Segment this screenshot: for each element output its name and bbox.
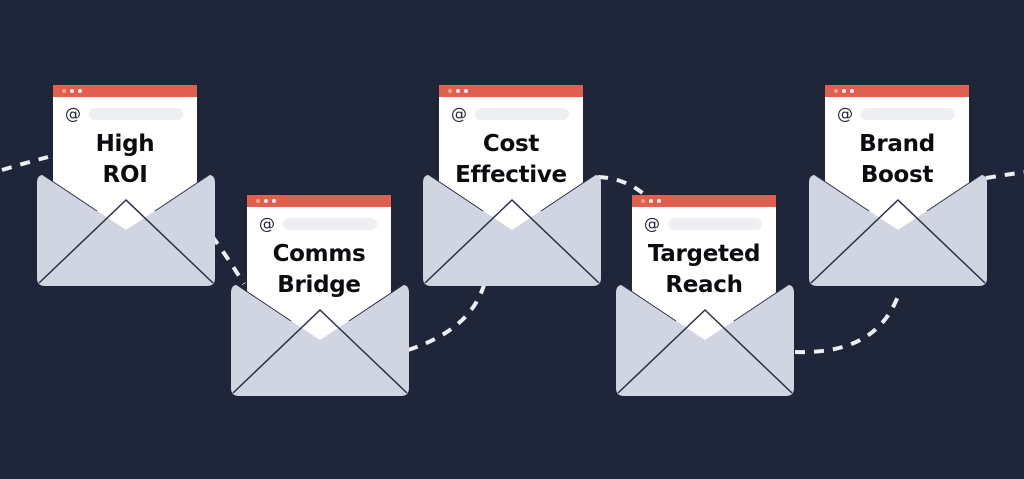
window-dot-icon [456, 89, 460, 93]
card-label-line1: High [95, 131, 155, 157]
card-label-line2: ROI [102, 162, 148, 188]
address-bar [89, 108, 183, 120]
card-label: Targeted Reach [632, 239, 776, 301]
address-bar [283, 218, 377, 230]
envelope-icon [37, 175, 215, 286]
card-label-line1: Cost [482, 131, 540, 157]
address-bar [861, 108, 955, 120]
window-dot-icon [78, 89, 82, 93]
card-high-roi: @ High ROI [37, 85, 215, 295]
card-label-line2: Bridge [277, 272, 361, 298]
window-dot-icon [641, 199, 645, 203]
card-label: High ROI [53, 129, 197, 191]
window-dot-icon [842, 89, 846, 93]
window-dot-icon [448, 89, 452, 93]
card-cost-effective: @ Cost Effective [423, 85, 601, 295]
window-titlebar [439, 85, 583, 97]
card-label: Brand Boost [825, 129, 969, 191]
window-dot-icon [70, 89, 74, 93]
envelope-icon [231, 285, 409, 396]
card-targeted-reach: @ Targeted Reach [616, 195, 794, 405]
window-titlebar [247, 195, 391, 207]
window-dot-icon [834, 89, 838, 93]
address-bar [475, 108, 569, 120]
at-sign-icon: @ [451, 104, 467, 123]
card-label-line2: Reach [665, 272, 743, 298]
card-label-line2: Effective [455, 162, 567, 188]
envelope-icon [616, 285, 794, 396]
at-sign-icon: @ [644, 214, 660, 233]
card-label: Cost Effective [439, 129, 583, 191]
card-label-line1: Targeted [647, 241, 761, 267]
window-dot-icon [256, 199, 260, 203]
window-dot-icon [657, 199, 661, 203]
window-titlebar [53, 85, 197, 97]
window-titlebar [632, 195, 776, 207]
at-sign-icon: @ [837, 104, 853, 123]
card-label-line1: Comms [272, 241, 366, 267]
envelope-icon [809, 175, 987, 286]
card-label-line1: Brand [859, 131, 935, 157]
window-dot-icon [264, 199, 268, 203]
window-titlebar [825, 85, 969, 97]
window-dot-icon [850, 89, 854, 93]
at-sign-icon: @ [65, 104, 81, 123]
at-sign-icon: @ [259, 214, 275, 233]
card-label-line2: Boost [860, 162, 934, 188]
window-dot-icon [62, 89, 66, 93]
card-label: Comms Bridge [247, 239, 391, 301]
address-bar [668, 218, 762, 230]
window-dot-icon [272, 199, 276, 203]
card-brand-boost: @ Brand Boost [809, 85, 987, 295]
window-dot-icon [464, 89, 468, 93]
window-dot-icon [649, 199, 653, 203]
card-comms-bridge: @ Comms Bridge [231, 195, 409, 405]
envelope-icon [423, 175, 601, 286]
